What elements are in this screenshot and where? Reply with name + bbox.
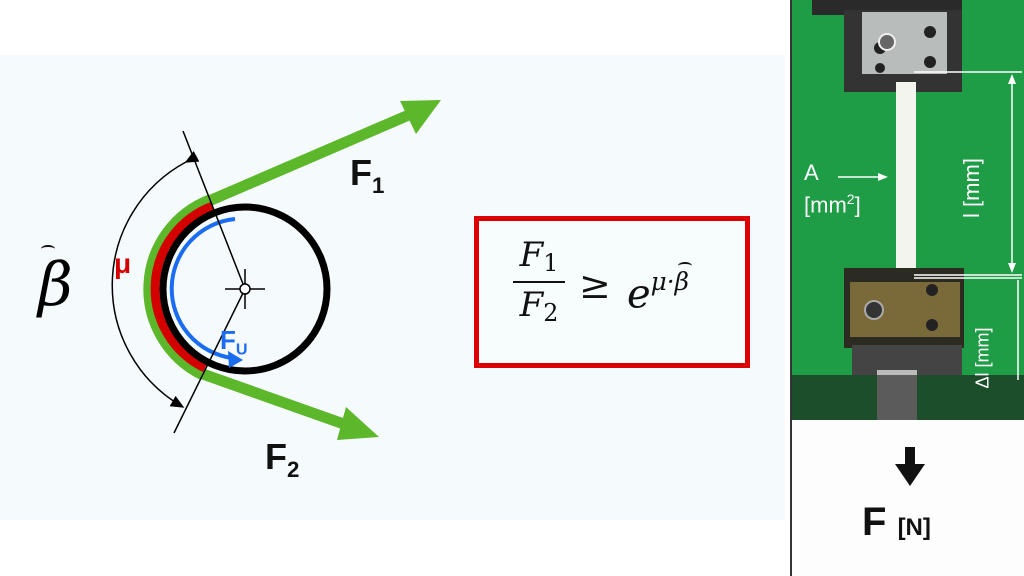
exponential: eμ·β: [627, 262, 693, 318]
f1-arrowhead: [400, 100, 441, 134]
force-label: F [N]: [862, 500, 931, 544]
numerator: F1: [513, 235, 565, 283]
down-arrow-icon: [895, 447, 925, 486]
force-ratio: F1 F2: [513, 235, 565, 327]
capstan-formula-box: F1 F2 ≥ eμ·β: [474, 216, 750, 368]
radius-line-bottom: [173, 288, 246, 434]
tensile-specimen-illustration: [792, 0, 1024, 420]
rope-f1-segment: [206, 105, 421, 207]
fu-label: FU: [220, 325, 248, 359]
rope: [143, 100, 441, 440]
specimen-strip: [896, 82, 916, 272]
rope-f2-segment: [198, 367, 357, 434]
f2-label: F2: [265, 436, 300, 482]
area-label: A[mm2]: [804, 160, 861, 218]
exponent: μ·β: [650, 262, 693, 296]
beta-symbol: β: [38, 245, 73, 320]
fu-arrowhead: [228, 351, 243, 368]
tensile-test-photo: A[mm2] l [mm] Δl [mm]: [790, 0, 1024, 420]
denominator: F2: [519, 284, 559, 327]
drum-circle: [159, 203, 331, 375]
length-label: l [mm]: [958, 158, 984, 218]
elongation-label: Δl [mm]: [972, 327, 993, 389]
relation-symbol: ≥: [579, 263, 611, 307]
beta-label: β: [38, 245, 73, 320]
force-indicator: F [N]: [790, 420, 1024, 576]
f1-label: F1: [350, 152, 385, 198]
mu-label: μ: [114, 248, 132, 279]
belt-friction-diagram: [111, 100, 441, 440]
wrap-angle-arc: [111, 151, 200, 408]
f2-arrowhead: [337, 407, 379, 440]
center-mark: [225, 269, 265, 309]
